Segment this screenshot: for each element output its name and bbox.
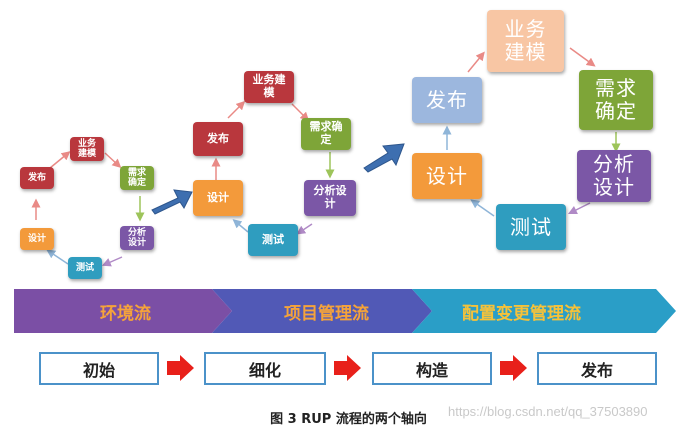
small-business-modeling-box: 业务 建模 bbox=[70, 137, 104, 161]
large-design-box: 设计 bbox=[412, 153, 482, 199]
phase-arrow-1 bbox=[167, 355, 194, 381]
medium-test-box: 测试 bbox=[248, 224, 298, 256]
small-analysis-design-box: 分析 设计 bbox=[120, 226, 154, 250]
medium-business-modeling-box: 业务建 模 bbox=[244, 71, 294, 103]
small-test-box: 测试 bbox=[68, 257, 102, 279]
medium-analysis-design-box: 分析设 计 bbox=[304, 180, 356, 216]
phase-construction: 构造 bbox=[372, 352, 492, 385]
phase-inception: 初始 bbox=[39, 352, 159, 385]
band-label-project-management: 项目管理流 bbox=[284, 304, 369, 324]
phase-arrow-2 bbox=[334, 355, 361, 381]
large-business-modeling-box: 业务 建模 bbox=[487, 10, 564, 72]
band-config-change bbox=[412, 289, 676, 333]
large-requirements-box: 需求 确定 bbox=[579, 70, 653, 130]
medium-requirements-box: 需求确 定 bbox=[301, 118, 351, 150]
large-test-box: 测试 bbox=[496, 204, 566, 250]
small-requirements-box: 需求 确定 bbox=[120, 166, 154, 190]
band-environment bbox=[14, 289, 232, 333]
phase-transition: 发布 bbox=[537, 352, 657, 385]
band-label-environment: 环境流 bbox=[100, 304, 151, 324]
band-label-config-change: 配置变更管理流 bbox=[462, 304, 581, 324]
large-release-box: 发布 bbox=[412, 77, 482, 123]
watermark: https://blog.csdn.net/qq_37503890 bbox=[448, 404, 648, 419]
large-analysis-design-box: 分析 设计 bbox=[577, 150, 651, 202]
small-release-box: 发布 bbox=[20, 167, 54, 189]
medium-release-box: 发布 bbox=[193, 122, 243, 156]
small-design-box: 设计 bbox=[20, 228, 54, 250]
band-project-management bbox=[212, 289, 432, 333]
figure-caption: 图 3 RUP 流程的两个轴向 bbox=[270, 412, 427, 427]
phase-elaboration: 细化 bbox=[204, 352, 326, 385]
medium-design-box: 设计 bbox=[193, 180, 243, 216]
phase-arrow-3 bbox=[500, 355, 527, 381]
